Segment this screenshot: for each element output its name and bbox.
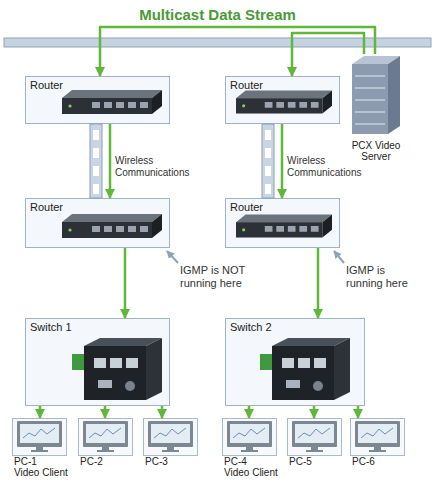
multicast-arrow bbox=[100, 27, 375, 76]
node-text-group: Router bbox=[230, 79, 263, 92]
node-text-group: PC-3 bbox=[145, 456, 168, 467]
pc-node: PC-4Video Client bbox=[222, 418, 277, 456]
callout-note: IGMP is running here bbox=[346, 264, 418, 290]
switch-panel: Switch 1 bbox=[25, 318, 170, 406]
router-panel: Router bbox=[225, 198, 340, 248]
node-text-group: PC-1Video Client bbox=[14, 456, 68, 478]
node-label: PC-3 bbox=[145, 456, 168, 467]
server-node: PCX Video Server bbox=[345, 54, 407, 162]
node-text-group: Switch 1 bbox=[30, 321, 72, 334]
wireless-gap bbox=[265, 184, 271, 194]
router-panel: Router bbox=[25, 198, 170, 248]
node-label: Router bbox=[30, 201, 63, 214]
router-icon bbox=[236, 90, 332, 113]
pc-node: PC-6 bbox=[350, 418, 405, 456]
callout-arrow bbox=[167, 251, 178, 263]
multicast-arrow bbox=[39, 406, 42, 418]
node-text-group: Switch 2 bbox=[230, 321, 272, 334]
server-icon bbox=[352, 56, 400, 134]
monitor-icon bbox=[17, 421, 62, 452]
network-backbone bbox=[4, 38, 431, 47]
wireless-gap bbox=[93, 130, 99, 140]
switch-icon bbox=[72, 338, 162, 400]
multicast-arrow bbox=[104, 406, 107, 418]
multicast-arrow bbox=[292, 33, 364, 76]
pc-node: PC-5 bbox=[287, 418, 342, 456]
node-text-group: PC-6 bbox=[352, 456, 375, 467]
node-label: Video Client bbox=[14, 467, 68, 478]
wireless-gap bbox=[93, 148, 99, 158]
node-text-group: PC-5 bbox=[289, 456, 312, 467]
node-text-group: PC-2 bbox=[80, 456, 103, 467]
router-panel: Router bbox=[25, 76, 170, 124]
diagram-title: Multicast Data Stream bbox=[0, 6, 435, 24]
callout-arrow bbox=[334, 251, 344, 263]
node-text-group: Router bbox=[30, 201, 63, 214]
monitor-icon bbox=[292, 421, 337, 452]
multicast-arrow bbox=[317, 248, 320, 318]
multicast-arrow bbox=[357, 406, 360, 418]
wireless-gap bbox=[265, 166, 271, 176]
node-label: Switch 1 bbox=[30, 321, 72, 334]
edge-label: Wireless Communications bbox=[287, 155, 369, 179]
multicast-arrow bbox=[281, 124, 284, 198]
router-icon bbox=[236, 214, 332, 237]
wireless-gap bbox=[265, 130, 271, 140]
monitor-icon bbox=[227, 421, 272, 452]
wireless-strip bbox=[90, 124, 102, 198]
edge-label: Wireless Communications bbox=[115, 155, 197, 179]
node-text-group: Router bbox=[230, 201, 263, 214]
wireless-link bbox=[262, 124, 274, 198]
node-label: PC-5 bbox=[289, 456, 312, 467]
monitor-icon bbox=[83, 421, 128, 452]
switch-icon bbox=[260, 338, 350, 400]
callout-note: IGMP is NOT running here bbox=[180, 264, 250, 290]
node-label: PC-4 bbox=[224, 456, 278, 467]
node-label: Video Client bbox=[224, 467, 278, 478]
pc-node: PC-3 bbox=[143, 418, 198, 456]
node-label: Router bbox=[30, 79, 63, 92]
wireless-gap bbox=[93, 166, 99, 176]
wireless-gap bbox=[265, 148, 271, 158]
wireless-link bbox=[90, 124, 102, 198]
node-label: Router bbox=[230, 79, 263, 92]
monitor-icon bbox=[148, 421, 193, 452]
router-icon bbox=[62, 214, 162, 238]
switch-panel: Switch 2 bbox=[225, 318, 365, 406]
node-text-group: Router bbox=[30, 79, 63, 92]
node-label: PC-2 bbox=[80, 456, 103, 467]
multicast-arrow bbox=[313, 406, 316, 418]
router-panel: Router bbox=[225, 76, 340, 124]
wireless-strip bbox=[262, 124, 274, 198]
node-label: PC-1 bbox=[14, 456, 68, 467]
multicast-arrow bbox=[109, 124, 112, 198]
node-label: Router bbox=[230, 201, 263, 214]
pc-node: PC-1Video Client bbox=[12, 418, 67, 456]
pc-node: PC-2 bbox=[78, 418, 133, 456]
multicast-arrow bbox=[161, 406, 164, 418]
multicast-arrow bbox=[124, 248, 127, 318]
monitor-icon bbox=[355, 421, 400, 452]
node-text-group: PCX Video Server bbox=[345, 140, 407, 162]
wireless-gap bbox=[93, 184, 99, 194]
node-label: PCX Video Server bbox=[345, 140, 407, 162]
multicast-arrow bbox=[248, 406, 251, 418]
node-label: PC-6 bbox=[352, 456, 375, 467]
router-icon bbox=[62, 90, 162, 114]
node-text-group: PC-4Video Client bbox=[224, 456, 278, 478]
node-label: Switch 2 bbox=[230, 321, 272, 334]
